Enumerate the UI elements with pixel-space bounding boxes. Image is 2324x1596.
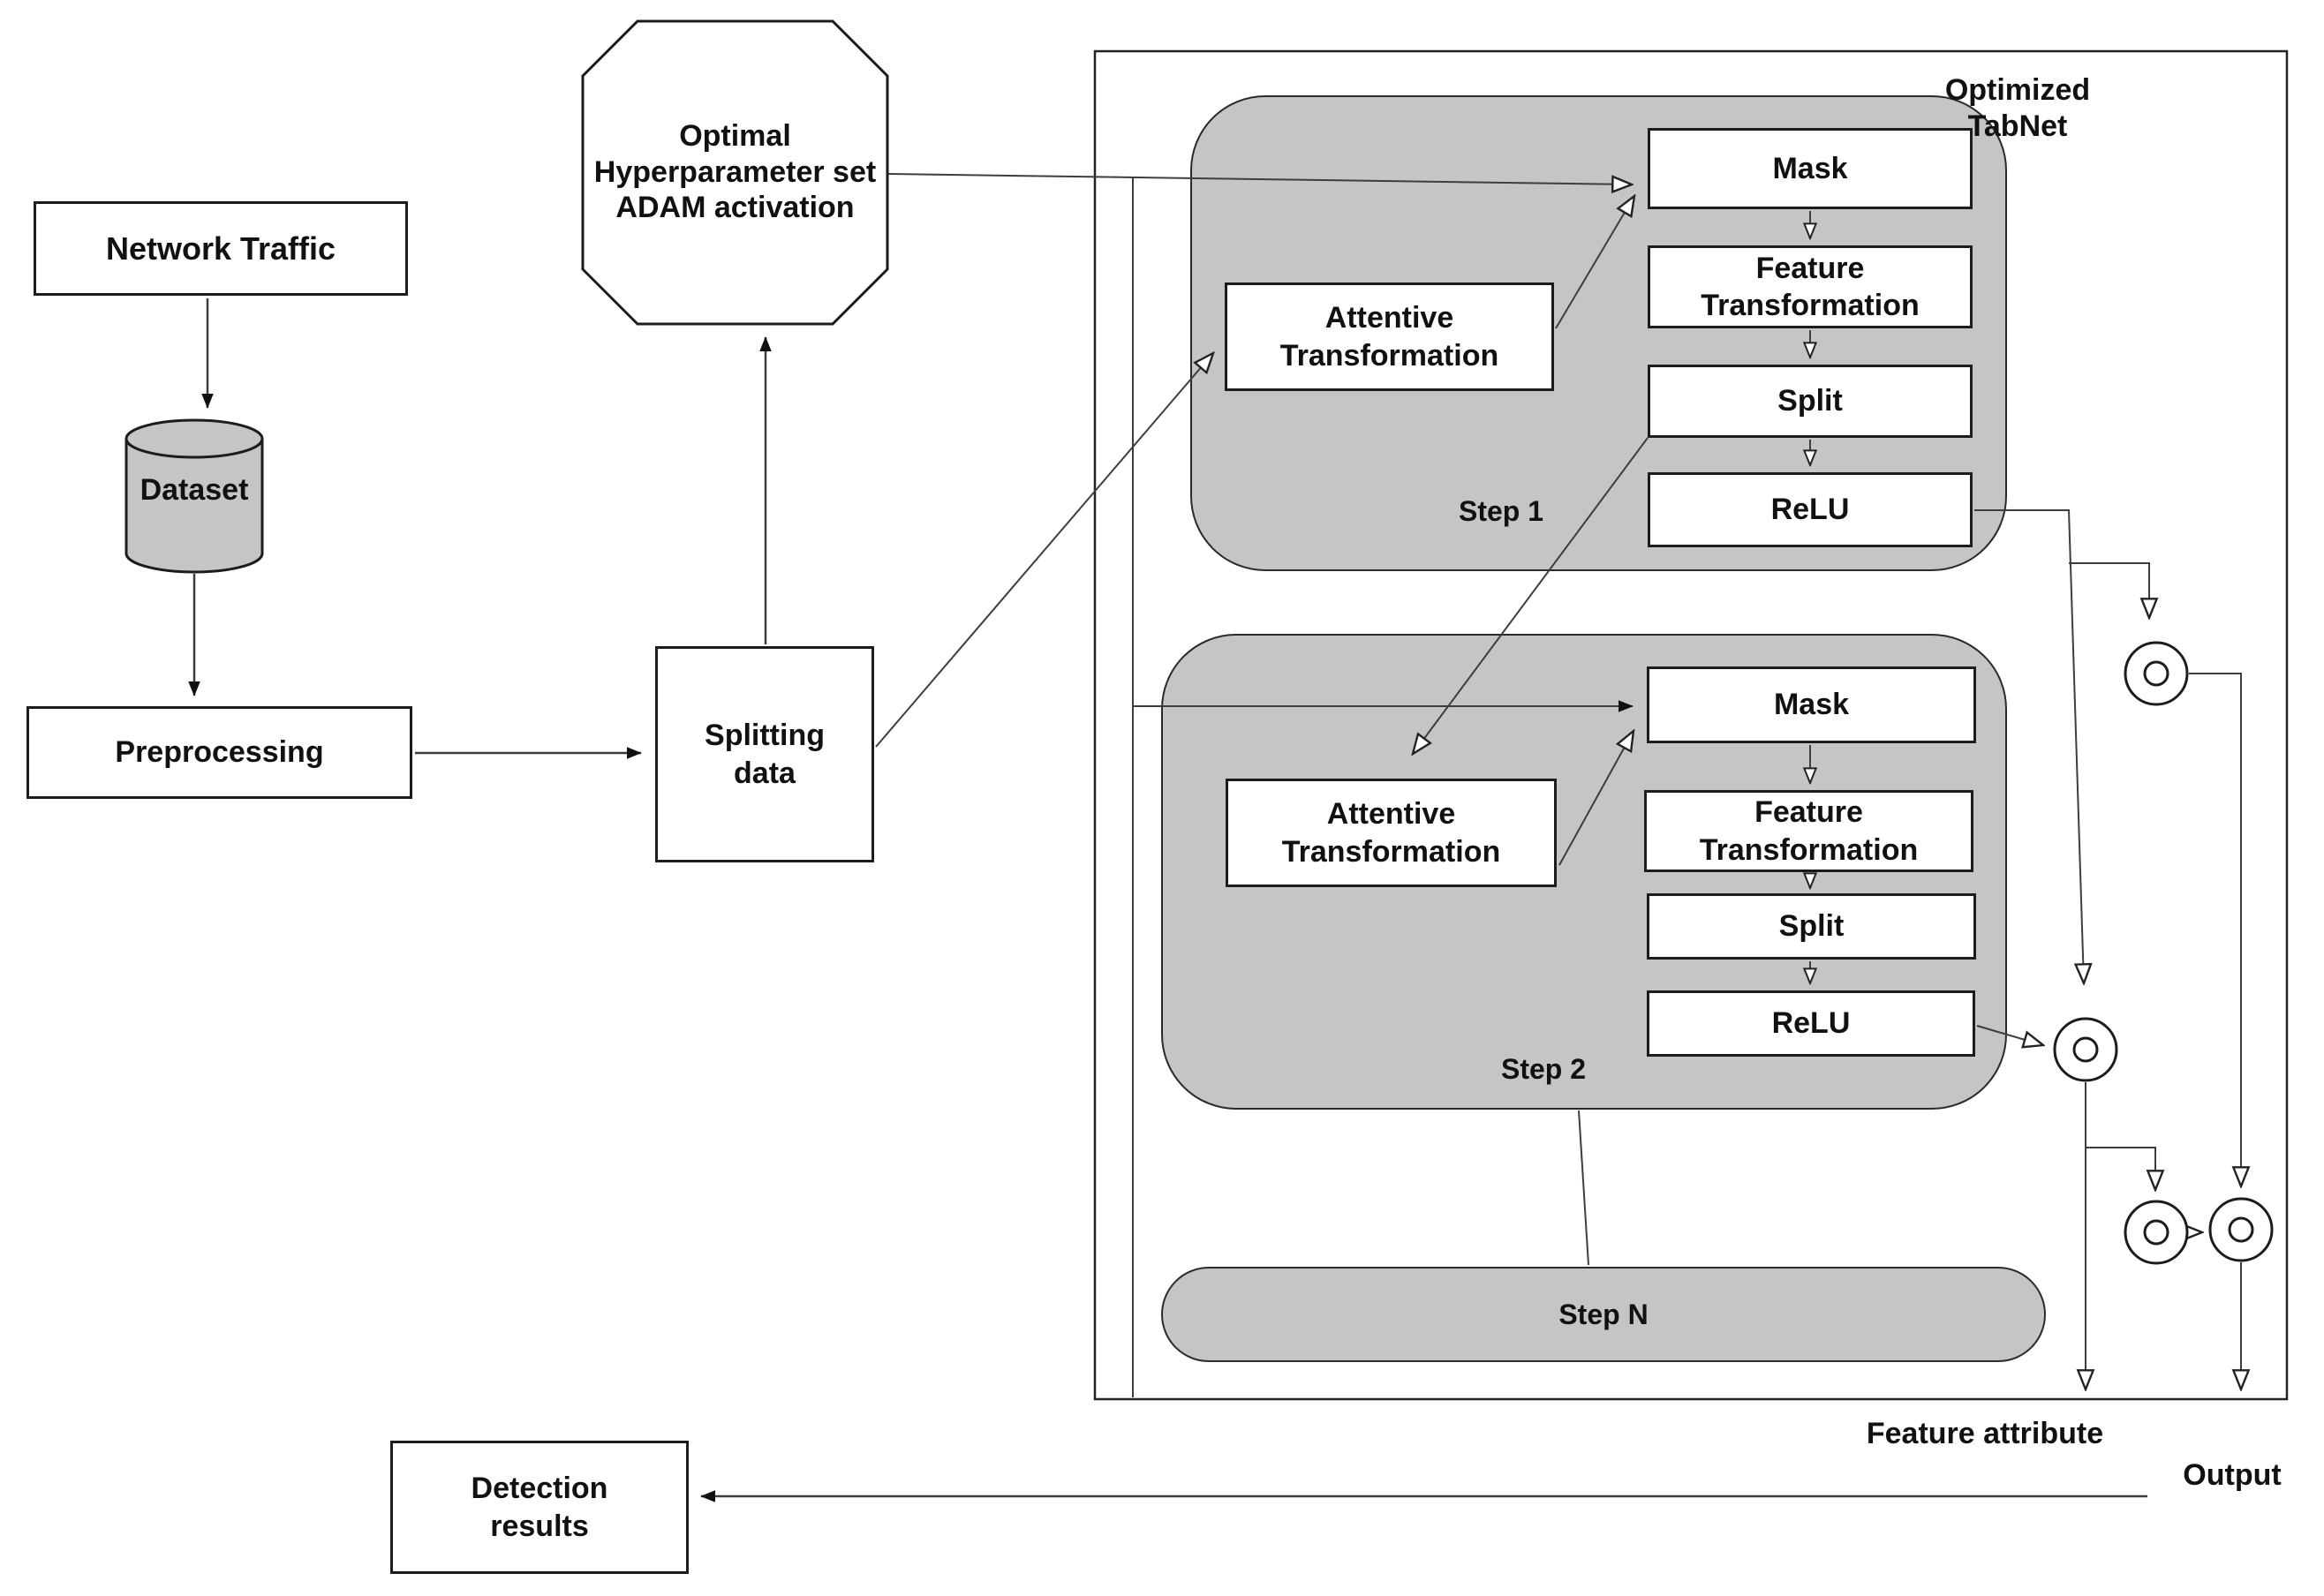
- feature-attribute-label: Feature attribute: [1866, 1416, 2104, 1450]
- step2-attentive-box: Attentive Transformation: [1226, 779, 1557, 887]
- line-branch-to-sum1: [2069, 562, 2149, 618]
- step1-relu-label: ReLU: [1770, 493, 1850, 527]
- octagon-line-2: Hyperparameter set: [593, 154, 877, 189]
- detection-results-box: Detection results: [390, 1441, 689, 1574]
- step2-relu-label: ReLU: [1771, 1006, 1851, 1041]
- step2-feature-label: Feature Transformation: [1699, 795, 1919, 867]
- step1-split-box: Split: [1648, 365, 1973, 438]
- sum-node-1: [2124, 641, 2189, 706]
- step2-feature-box: Feature Transformation: [1644, 790, 1973, 872]
- step1-split-label: Split: [1777, 384, 1843, 418]
- sum-node-2: [2053, 1017, 2118, 1082]
- step1-feature-label: Feature Transformation: [1701, 251, 1920, 323]
- output-label: Output: [2183, 1457, 2282, 1492]
- splitting-data-label: Splitting data: [705, 719, 825, 790]
- line-step2-to-step-n: [1578, 1110, 1589, 1266]
- dataset-cylinder-top: [124, 418, 264, 459]
- line-splitting-to-step1-attentive: [875, 353, 1213, 748]
- tabnet-title-line1: Optimized: [1944, 73, 2091, 108]
- step1-mask-label: Mask: [1772, 151, 1848, 185]
- preprocessing-box: Preprocessing: [26, 706, 412, 799]
- step1-mask-box: Mask: [1648, 128, 1973, 209]
- step2-relu-box: ReLU: [1647, 990, 1975, 1057]
- octagon-line-3: ADAM activation: [615, 191, 855, 225]
- step1-relu-box: ReLU: [1648, 472, 1973, 547]
- step2-mask-box: Mask: [1647, 666, 1976, 743]
- preprocessing-label: Preprocessing: [115, 735, 324, 770]
- step-n-label: Step N: [1558, 1298, 1649, 1330]
- step1-attentive-label: Attentive Transformation: [1279, 301, 1499, 373]
- sum-node-3: [2124, 1200, 2189, 1265]
- line-sum1-to-sum4: [2189, 673, 2241, 1186]
- sum-node-4: [2208, 1197, 2274, 1262]
- line-sum2-to-sum3: [2086, 1147, 2155, 1190]
- detection-results-label: Detection results: [471, 1472, 608, 1543]
- network-traffic-box: Network Traffic: [34, 201, 408, 296]
- step2-split-box: Split: [1647, 893, 1976, 960]
- step2-attentive-label: Attentive Transformation: [1281, 797, 1501, 869]
- step2-label: Step 2: [1500, 1052, 1587, 1085]
- step2-split-label: Split: [1778, 909, 1845, 944]
- network-traffic-label: Network Traffic: [105, 230, 336, 267]
- step2-mask-label: Mask: [1773, 688, 1850, 722]
- step1-label: Step 1: [1458, 494, 1544, 527]
- step1-attentive-box: Attentive Transformation: [1225, 282, 1554, 391]
- tabnet-title-line2: TabNet: [1967, 109, 2068, 143]
- octagon-line-1: Optimal: [679, 118, 791, 153]
- dataset-label: Dataset: [140, 472, 249, 507]
- splitting-data-box: Splitting data: [655, 646, 874, 862]
- step1-feature-box: Feature Transformation: [1648, 245, 1973, 328]
- hyperparameter-octagon-label: Optimal Hyperparameter set ADAM activati…: [583, 79, 887, 265]
